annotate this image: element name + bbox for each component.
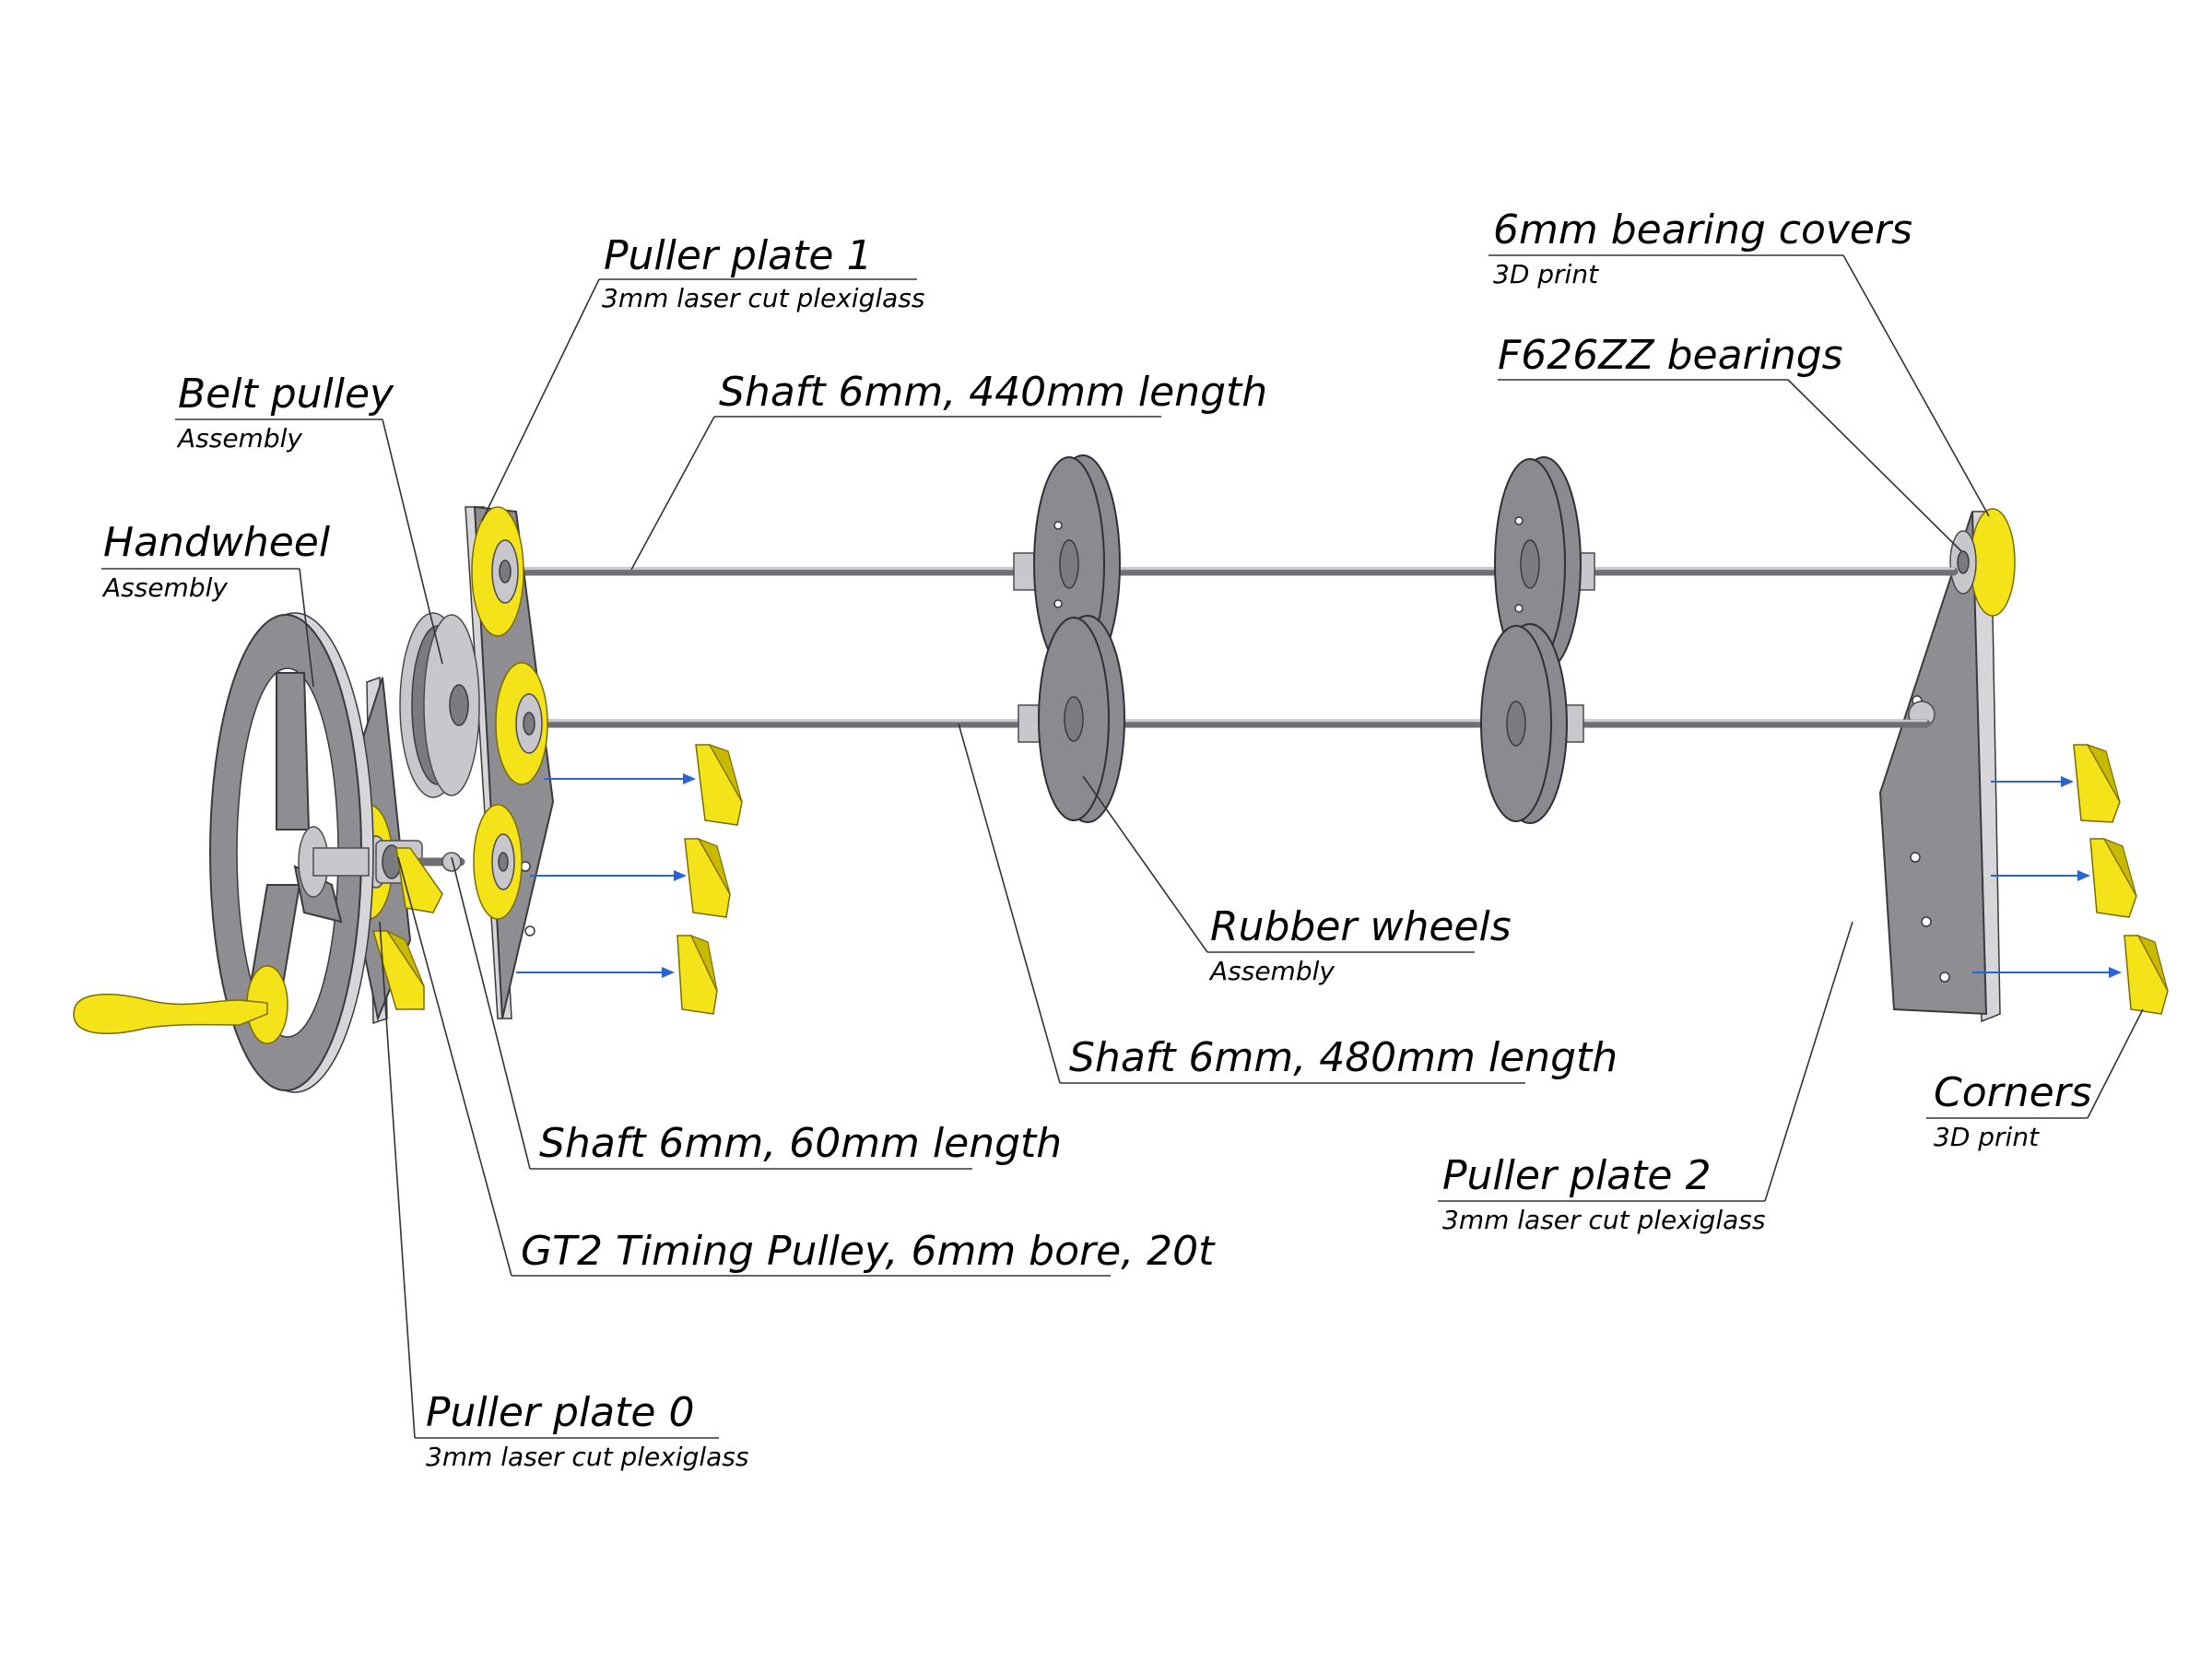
corner-bracket-plate1 xyxy=(395,847,443,913)
callout-title: Corners xyxy=(1934,1069,2092,1116)
corner-bracket-left-2 xyxy=(684,837,731,918)
callout-corners: Corners 3D print xyxy=(1934,1069,2092,1152)
callout-title: 6mm bearing covers xyxy=(1493,206,1912,253)
callout-rubber-wheels: Rubber wheels Assembly xyxy=(1208,903,1512,986)
leader-lines xyxy=(101,254,2144,1439)
callout-shaft-440: Shaft 6mm, 440mm length xyxy=(719,369,1267,416)
callout-bearings: F626ZZ bearings xyxy=(1498,332,1843,379)
callout-handwheel: Handwheel Assembly xyxy=(101,519,331,603)
puller-plate-2 xyxy=(1878,511,2001,1023)
callout-subtitle: 3mm laser cut plexiglass xyxy=(426,1442,748,1472)
corner-bracket-plate0 xyxy=(371,929,425,1010)
corner-bracket-right-1 xyxy=(2073,743,2121,823)
callout-shaft-480: Shaft 6mm, 480mm length xyxy=(1069,1034,1618,1081)
callout-title: Puller plate 2 xyxy=(1442,1152,1711,1199)
corner-bracket-left-3 xyxy=(677,934,718,1015)
callout-title: GT2 Timing Pulley, 6mm bore, 20t xyxy=(521,1228,1216,1275)
callout-belt-pulley: Belt pulley Assembly xyxy=(176,371,394,454)
callout-subtitle: 3mm laser cut plexiglass xyxy=(1442,1205,1765,1235)
callout-title: Shaft 6mm, 440mm length xyxy=(719,369,1267,416)
callout-puller-plate-1: Puller plate 1 3mm laser cut plexiglass xyxy=(602,232,924,313)
callout-subtitle: Assembly xyxy=(101,572,228,603)
callout-shaft-60: Shaft 6mm, 60mm length xyxy=(539,1120,1062,1167)
bearing-cover-plate1-top xyxy=(471,506,524,637)
callout-title: F626ZZ bearings xyxy=(1498,332,1843,379)
callout-title: Puller plate 1 xyxy=(604,232,872,279)
callout-subtitle: Assembly xyxy=(1208,956,1335,986)
callout-title: Shaft 6mm, 480mm length xyxy=(1069,1034,1618,1081)
belt-pulley xyxy=(399,612,480,798)
callout-puller-plate-0: Puller plate 0 3mm laser cut plexiglass xyxy=(426,1389,748,1472)
callout-subtitle: 3D print xyxy=(1934,1122,2040,1152)
handwheel-handle xyxy=(73,994,268,1034)
callout-title: Puller plate 0 xyxy=(426,1389,694,1436)
bearing-cover-plate1-bottom xyxy=(473,804,523,920)
corner-bracket-left-1 xyxy=(695,743,743,826)
callout-title: Rubber wheels xyxy=(1210,903,1512,950)
callout-title: Shaft 6mm, 60mm length xyxy=(539,1120,1062,1167)
callout-title: Handwheel xyxy=(103,519,331,566)
callout-subtitle: 3D print xyxy=(1493,259,1599,289)
bearing-cover-plate2 xyxy=(1949,508,2016,617)
corner-bracket-right-3 xyxy=(2124,934,2169,1015)
bearing-cover-plate1-middle xyxy=(495,662,548,785)
shaft-440mm xyxy=(493,567,1959,576)
rubber-wheel-lower-left xyxy=(1038,615,1125,823)
callout-bearing-covers: 6mm bearing covers 3D print xyxy=(1493,206,1912,289)
shaft-480mm xyxy=(521,719,1931,728)
rubber-wheel-lower-right xyxy=(1480,623,1568,824)
callout-puller-plate-2: Puller plate 2 3mm laser cut plexiglass xyxy=(1442,1152,1765,1235)
callout-title: Belt pulley xyxy=(178,371,394,418)
callout-gt2-pulley: GT2 Timing Pulley, 6mm bore, 20t xyxy=(521,1228,1216,1275)
callout-subtitle: Assembly xyxy=(176,423,302,454)
rubber-wheel-upper-right xyxy=(1494,456,1582,672)
explode-arrows xyxy=(516,773,2122,978)
handwheel xyxy=(209,612,374,1093)
corner-bracket-right-2 xyxy=(2089,837,2137,918)
callout-subtitle: 3mm laser cut plexiglass xyxy=(602,283,924,313)
